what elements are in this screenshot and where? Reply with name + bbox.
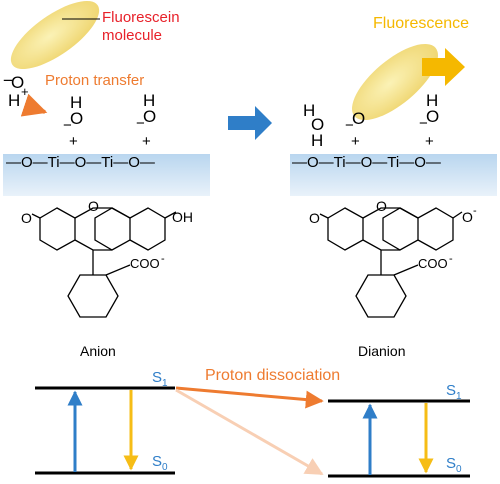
anion-COO: COO	[130, 256, 160, 271]
proton-dissociation-label: Proton dissociation	[205, 367, 340, 384]
ti2-minus: −	[136, 115, 145, 132]
dianion-O-minus: O	[462, 209, 473, 225]
proton-transfer-arrow	[20, 93, 48, 117]
water-O: O	[311, 115, 324, 134]
ti1-minus: −	[63, 117, 72, 134]
ti1-plus: +	[69, 133, 78, 150]
left-S0-label: S0	[152, 453, 168, 473]
dianion-keto-O: O	[309, 210, 320, 226]
tio2-surface-right	[290, 154, 497, 196]
ti2-hydroxyl-H: H	[143, 91, 155, 110]
proton-dissociation-arrow	[175, 386, 324, 409]
ti2-minus-right: −	[419, 115, 428, 132]
hydroxide-minus: −	[3, 71, 13, 90]
water-H-bottom: H	[311, 131, 323, 150]
water-H-top: H	[303, 101, 315, 120]
fluorescein-label: Fluorescein	[102, 9, 180, 26]
ti1-hydroxyl-H: H	[70, 93, 82, 112]
fluorescence-label: Fluorescence	[373, 15, 469, 32]
dianion-ring-O: O	[376, 198, 387, 214]
fluorescein-molecule-ellipse-right	[352, 43, 438, 121]
ti2-hydroxyl-O: O	[143, 107, 156, 126]
ti2-plus-right: +	[425, 133, 434, 150]
ti2-plus: +	[142, 133, 151, 150]
ti2-hydroxyl-H-right: H	[426, 91, 438, 110]
ti1-oxide-plus: +	[351, 133, 360, 150]
hydroxide-oxygen: O	[11, 73, 24, 92]
proton-transfer-label: Proton transfer	[45, 72, 144, 89]
right-panel: Fluorescence H O H O − + H O − + —O—Ti—O…	[290, 15, 497, 359]
ti1-oxide-minus: −	[345, 117, 354, 134]
transition-arrow-blue	[228, 106, 272, 140]
anion-COO-charge: -	[161, 253, 165, 265]
hydroxide-hydrogen: H	[8, 91, 20, 110]
tio2-surface-left	[3, 154, 210, 196]
molecule-label: molecule	[102, 27, 162, 44]
right-S1-label: S1	[446, 382, 462, 402]
right-S0-label: S0	[446, 455, 462, 475]
left-S1-label: S1	[152, 369, 168, 389]
anion-structure	[31, 207, 177, 318]
dianion-COO-charge: -	[449, 253, 453, 265]
ti1-hydroxyl-O: O	[70, 109, 83, 128]
anion-keto-O: O	[21, 210, 32, 226]
anion-ring-O: O	[88, 198, 99, 214]
ti2-hydroxyl-O-right: O	[426, 107, 439, 126]
anion-label: Anion	[80, 343, 116, 359]
surface-formula-right: —O—Ti—O—Ti—O—	[292, 154, 441, 171]
surface-formula-left: —O—Ti—O—Ti—O—	[6, 154, 155, 171]
fluorescence-arrow	[422, 48, 465, 86]
hydroxide-plus: +	[21, 84, 29, 99]
dianion-O-charge: -	[473, 205, 477, 217]
dianion-COO: COO	[418, 256, 448, 271]
left-panel: Fluorescein molecule − O H + Proton tran…	[3, 0, 210, 359]
fluorescein-molecule-ellipse	[10, 0, 100, 70]
ti1-oxide-O: O	[352, 109, 365, 128]
anion-OH: OH	[172, 209, 193, 225]
ground-state-dissociation-arrow	[175, 388, 324, 476]
dianion-label: Dianion	[358, 343, 405, 359]
dianion-structure	[319, 207, 463, 318]
energy-diagram: Proton dissociation S1 S0 S1 S0	[35, 367, 470, 478]
